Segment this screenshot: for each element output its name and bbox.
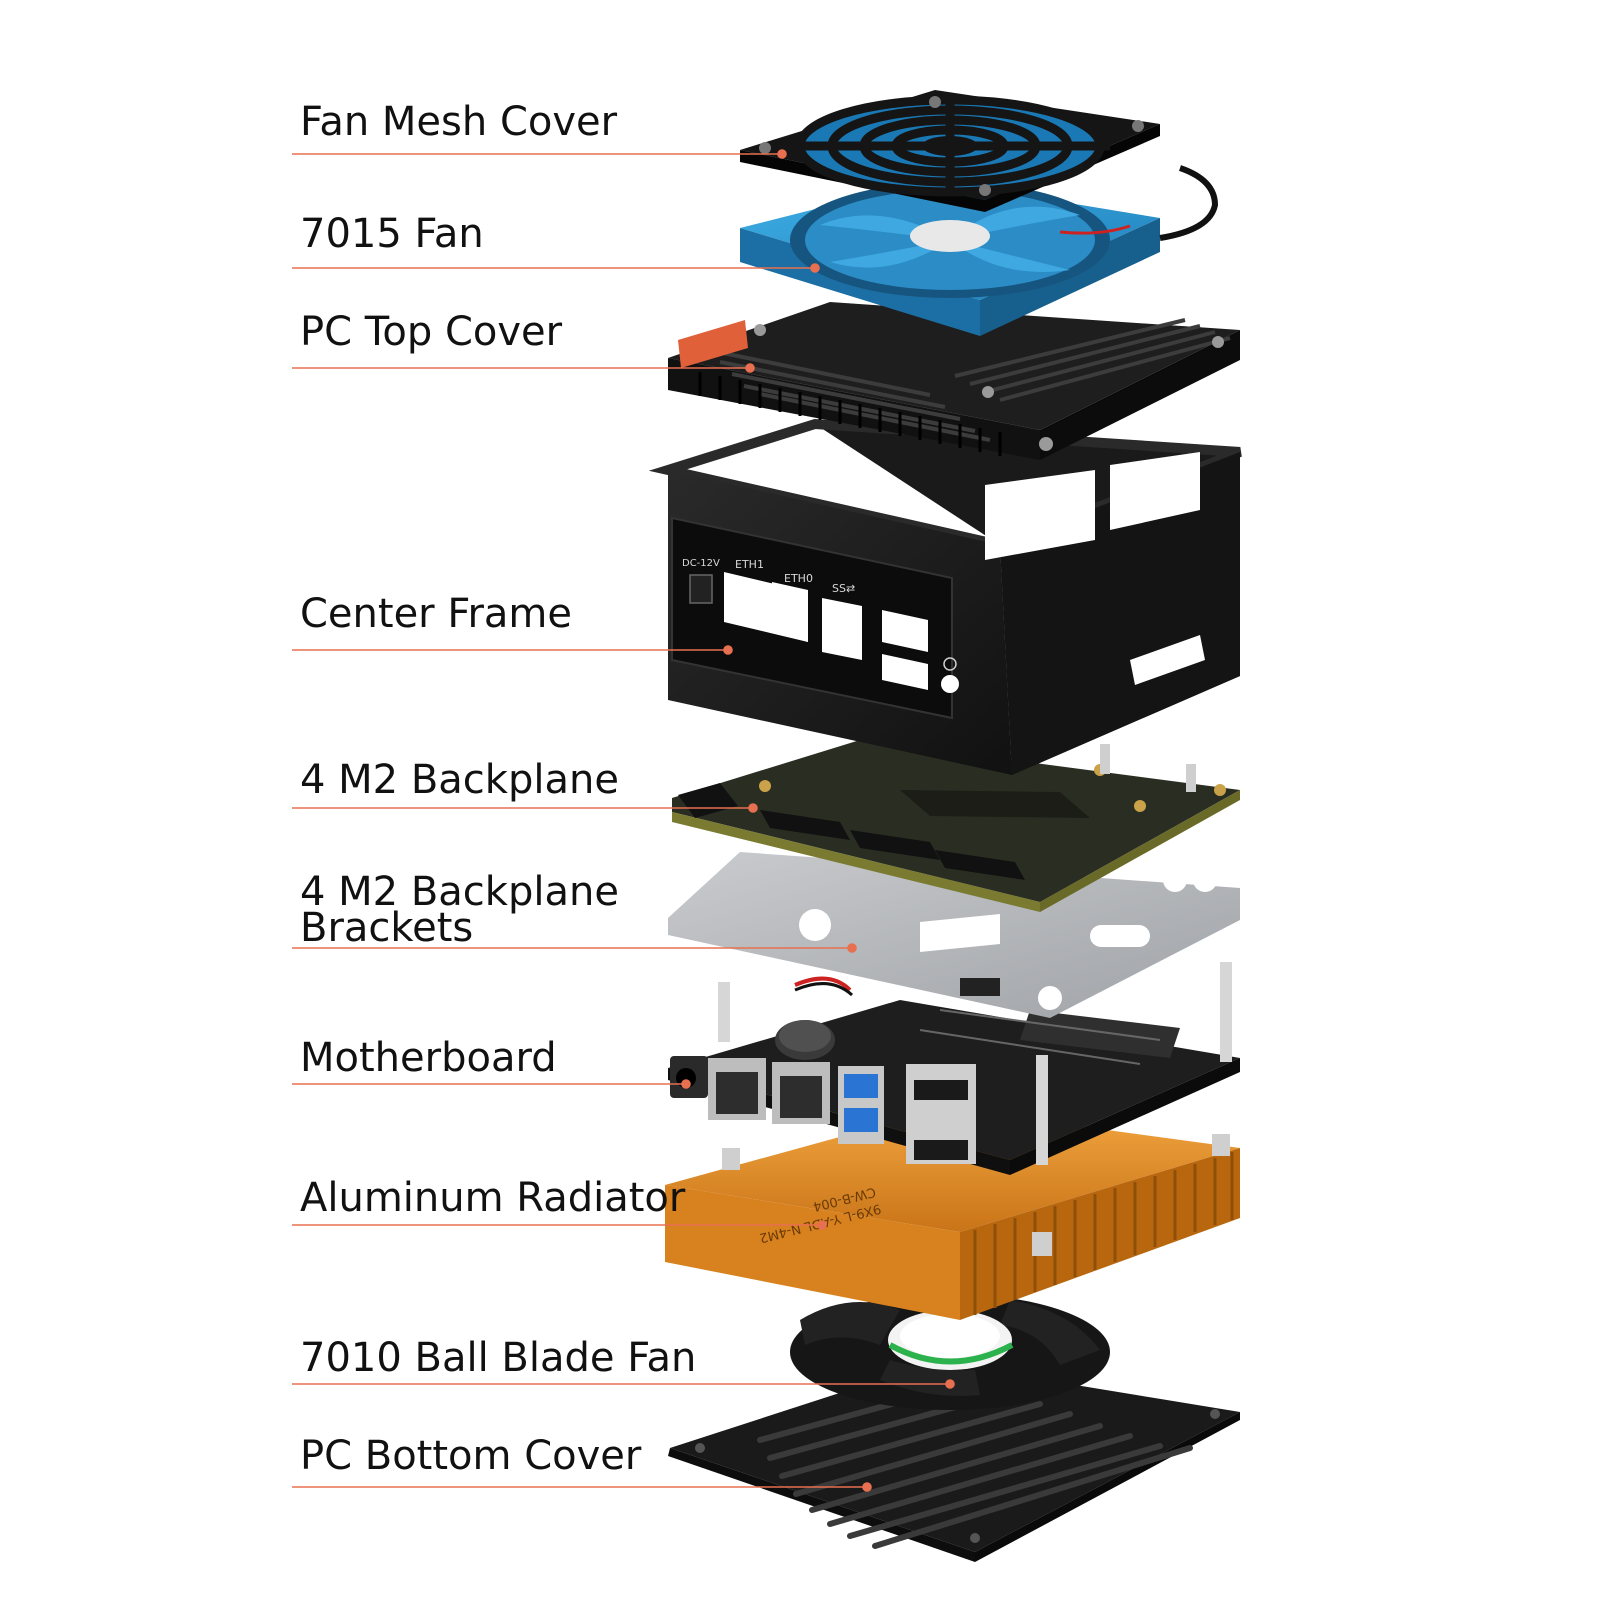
leader-motherboard: [292, 1079, 691, 1089]
label-m2-brackets-line1: 4 M2 Backplane: [300, 869, 619, 915]
m2-backplane-shape: [672, 740, 1240, 912]
pc-bottom-cover-shape: [668, 1362, 1240, 1562]
label-ball-blade-fan: 7010 Ball Blade Fan: [300, 1335, 697, 1381]
motherboard-shape: [668, 962, 1240, 1175]
label-m2-brackets-line2: Brackets: [300, 905, 474, 951]
label-fan-7015: 7015 Fan: [300, 211, 484, 257]
leader-pc-top-cover: [292, 363, 755, 373]
label-pc-top-cover: PC Top Cover: [300, 309, 563, 355]
leader-fan-mesh-cover: [292, 149, 787, 159]
leader-m2-backplane: [292, 803, 758, 813]
leader-fan-7015: [292, 263, 820, 273]
label-center-frame: Center Frame: [300, 591, 572, 637]
fan-7015-shape: [740, 165, 1219, 336]
ball-blade-fan-shape: [790, 1294, 1110, 1410]
label-fan-mesh-cover: Fan Mesh Cover: [300, 99, 618, 145]
m2-brackets-shape: [668, 852, 1240, 1018]
center-frame-shape: DC-12V ETH1 ETH0 SS⇄: [648, 418, 1242, 775]
fan-mesh-cover-shape: [740, 90, 1160, 212]
pc-top-cover-shape: [668, 302, 1240, 460]
label-m2-brackets: 4 M2 Backplane Brackets: [300, 869, 619, 951]
leader-center-frame: [292, 645, 733, 655]
leader-lines: [292, 149, 955, 1492]
label-aluminum-radiator: Aluminum Radiator: [300, 1175, 686, 1221]
leader-ball-blade-fan: [292, 1379, 955, 1389]
label-motherboard: Motherboard: [300, 1035, 557, 1081]
leader-aluminum-radiator: [292, 1220, 827, 1230]
label-pc-bottom-cover: PC Bottom Cover: [300, 1433, 642, 1479]
label-m2-backplane: 4 M2 Backplane: [300, 757, 619, 803]
leader-pc-bottom-cover: [292, 1482, 872, 1492]
port-label-eth1: ETH1: [735, 558, 764, 571]
port-label-eth0: ETH0: [784, 572, 813, 585]
port-label-dc: DC-12V: [682, 558, 720, 569]
leader-m2-brackets: [292, 943, 857, 953]
port-label-usb: SS⇄: [832, 582, 855, 595]
aluminum-radiator-shape: 9X9-L Y-ADL N-4M2 CW-B-004: [665, 1108, 1240, 1320]
